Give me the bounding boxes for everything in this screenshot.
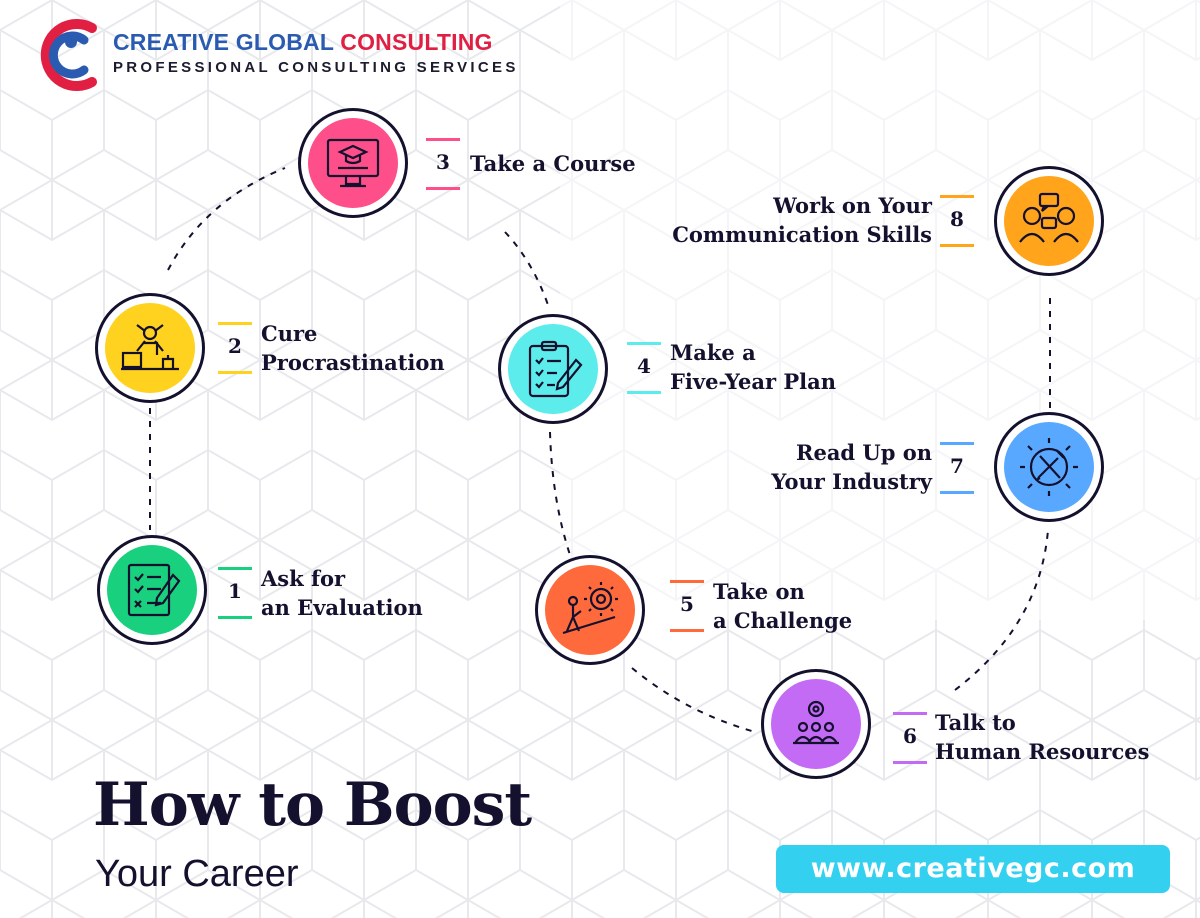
step-6-label: Talk to Human Resources xyxy=(935,708,1149,766)
step-3-label: Take a Course xyxy=(470,149,636,178)
step-2-number: 2 xyxy=(218,322,254,374)
step-7-circle xyxy=(994,412,1104,522)
step-8-label: Work on Your Communication Skills xyxy=(672,191,932,249)
step-8-number: 8 xyxy=(940,195,976,247)
step-7-label-line2: Your Industry xyxy=(771,469,932,494)
company-logo-icon xyxy=(40,19,97,91)
step-1-label: Ask for an Evaluation xyxy=(261,564,423,622)
step-6-label-line1: Talk to xyxy=(935,710,1016,735)
step-5-label: Take on a Challenge xyxy=(713,577,852,635)
step-3-number-text: 3 xyxy=(436,150,450,174)
step-8-circle xyxy=(994,166,1104,276)
step-7-number: 7 xyxy=(940,442,976,494)
company-name-part2: CONSULTING xyxy=(340,29,493,55)
step-6-number-text: 6 xyxy=(903,724,917,748)
step-3-label-line1: Take a Course xyxy=(470,151,636,176)
step-1-circle xyxy=(97,535,207,645)
page-title: How to Boost xyxy=(93,770,532,840)
step-5-label-line1: Take on xyxy=(713,579,805,604)
step-2-label: Cure Procrastination xyxy=(261,319,445,377)
step-6-circle xyxy=(761,669,871,779)
company-name: CREATIVE GLOBAL CONSULTING xyxy=(113,29,493,56)
step-5-circle xyxy=(535,555,645,665)
communication-chat-icon xyxy=(1019,192,1079,243)
step-8-number-text: 8 xyxy=(950,207,964,231)
step-5-label-line2: a Challenge xyxy=(713,608,853,633)
step-1-label-line2: an Evaluation xyxy=(261,595,423,620)
step-7-number-text: 7 xyxy=(950,454,964,478)
step-1-number: 1 xyxy=(218,567,254,619)
website-link[interactable]: www.creativegc.com xyxy=(776,845,1170,893)
step-2-label-line2: Procrastination xyxy=(261,350,445,375)
person-pushing-gear-icon xyxy=(562,582,618,635)
step-4-number-text: 4 xyxy=(637,354,651,378)
step-1-label-line1: Ask for xyxy=(261,566,346,591)
gear-tools-icon xyxy=(1020,438,1078,496)
relaxed-worker-desk-icon xyxy=(121,324,179,371)
step-4-number: 4 xyxy=(627,342,663,394)
step-6-number: 6 xyxy=(893,712,929,764)
step-8-label-line2: Communication Skills xyxy=(672,222,932,247)
step-4-label: Make a Five-Year Plan xyxy=(670,338,836,396)
online-course-monitor-icon xyxy=(326,138,380,188)
step-2-label-line1: Cure xyxy=(261,321,318,346)
company-name-part1: CREATIVE GLOBAL xyxy=(113,29,334,55)
step-3-circle xyxy=(298,108,408,218)
team-hr-icon xyxy=(793,700,839,745)
checklist-pencil-icon xyxy=(127,563,181,617)
clipboard-plan-icon xyxy=(528,340,583,398)
step-5-number-text: 5 xyxy=(680,592,694,616)
step-7-label-line1: Read Up on xyxy=(796,440,932,465)
company-tagline: PROFESSIONAL CONSULTING SERVICES xyxy=(113,59,519,76)
step-6-label-line2: Human Resources xyxy=(935,739,1150,764)
step-4-label-line1: Make a xyxy=(670,340,756,365)
step-2-number-text: 2 xyxy=(228,334,242,358)
step-3-number: 3 xyxy=(426,138,462,190)
step-4-label-line2: Five-Year Plan xyxy=(670,369,837,394)
step-4-circle xyxy=(498,314,608,424)
step-7-label: Read Up on Your Industry xyxy=(771,438,932,496)
step-8-label-line1: Work on Your xyxy=(773,193,932,218)
step-1-number-text: 1 xyxy=(228,579,242,603)
step-5-number: 5 xyxy=(670,580,706,632)
page-subtitle: Your Career xyxy=(95,853,299,895)
step-2-circle xyxy=(95,293,205,403)
